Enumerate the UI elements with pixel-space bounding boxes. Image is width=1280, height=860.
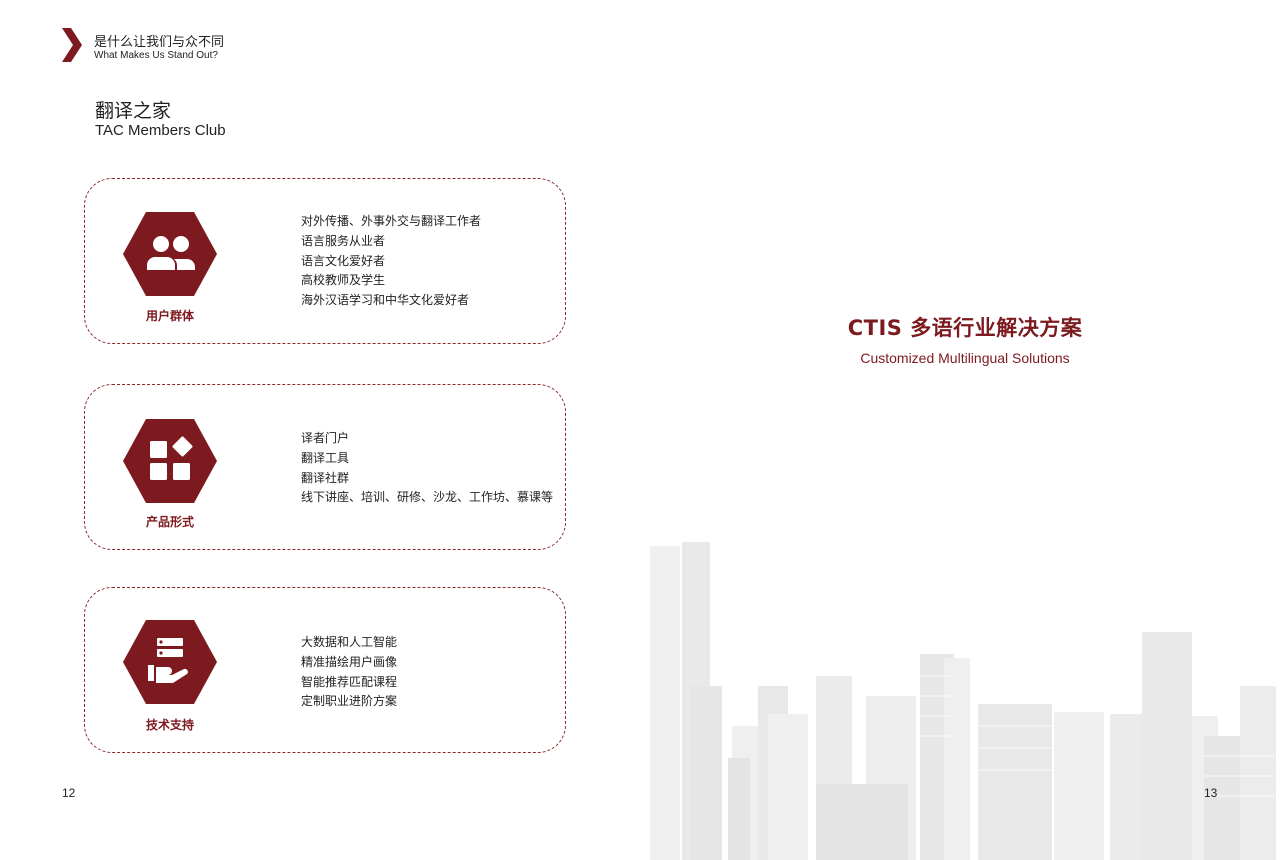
list-item: 语言服务从业者	[301, 233, 386, 248]
list-item: 对外传播、外事外交与翻译工作者	[301, 214, 482, 228]
server-hand-icon	[123, 620, 217, 704]
section-title-cn: 翻译之家	[95, 100, 172, 122]
right-page-title: CTIS 多语行业解决方案	[847, 316, 1083, 340]
list-item: 高校教师及学生	[301, 273, 386, 288]
card-item-list: 对外传播、外事外交与翻译工作者 语言服务从业者 语言文化爱好者 高校教师及学生 …	[301, 212, 481, 311]
card-item-list: 大数据和人工智能 精准描绘用户画像 智能推荐匹配课程 定制职业进阶方案	[301, 633, 397, 712]
page-number-right: 13	[1204, 786, 1218, 800]
apps-grid-icon	[123, 419, 217, 503]
list-item: 翻译社群	[301, 470, 350, 485]
card-tech-support: 技术支持 大数据和人工智能 精准描绘用户画像 智能推荐匹配课程 定制职业进阶方案	[84, 587, 566, 753]
card-item-list: 译者门户 翻译工具 翻译社群 线下讲座、培训、研修、沙龙、工作坊、慕课等	[301, 429, 553, 508]
chevron-right-icon	[62, 28, 82, 62]
card-label: 产品形式	[145, 515, 194, 529]
city-skyline-illustration	[650, 542, 1276, 860]
card-label: 技术支持	[145, 718, 194, 732]
header-title-cn: 是什么让我们与众不同	[94, 35, 225, 50]
card-user-groups: 用户群体 对外传播、外事外交与翻译工作者 语言服务从业者 语言文化爱好者 高校教…	[84, 178, 566, 344]
card-label: 用户群体	[145, 309, 194, 323]
list-item: 线下讲座、培训、研修、沙龙、工作坊、慕课等	[301, 490, 554, 505]
right-page-subtitle: Customized Multilingual Solutions	[860, 350, 1070, 366]
users-icon	[123, 212, 217, 296]
list-item: 大数据和人工智能	[301, 635, 398, 649]
header-title-en: What Makes Us Stand Out?	[94, 50, 218, 61]
list-item: 语言文化爱好者	[301, 253, 386, 268]
list-item: 译者门户	[301, 431, 350, 445]
card-product-forms: 产品形式 译者门户 翻译工具 翻译社群 线下讲座、培训、研修、沙龙、工作坊、慕课…	[84, 384, 566, 550]
list-item: 精准描绘用户画像	[301, 654, 398, 669]
list-item: 海外汉语学习和中华文化爱好者	[301, 293, 470, 308]
list-item: 智能推荐匹配课程	[301, 674, 398, 689]
page-number-left: 12	[62, 786, 76, 800]
section-title-en: TAC Members Club	[95, 122, 226, 139]
list-item: 定制职业进阶方案	[301, 694, 398, 709]
list-item: 翻译工具	[301, 450, 350, 465]
